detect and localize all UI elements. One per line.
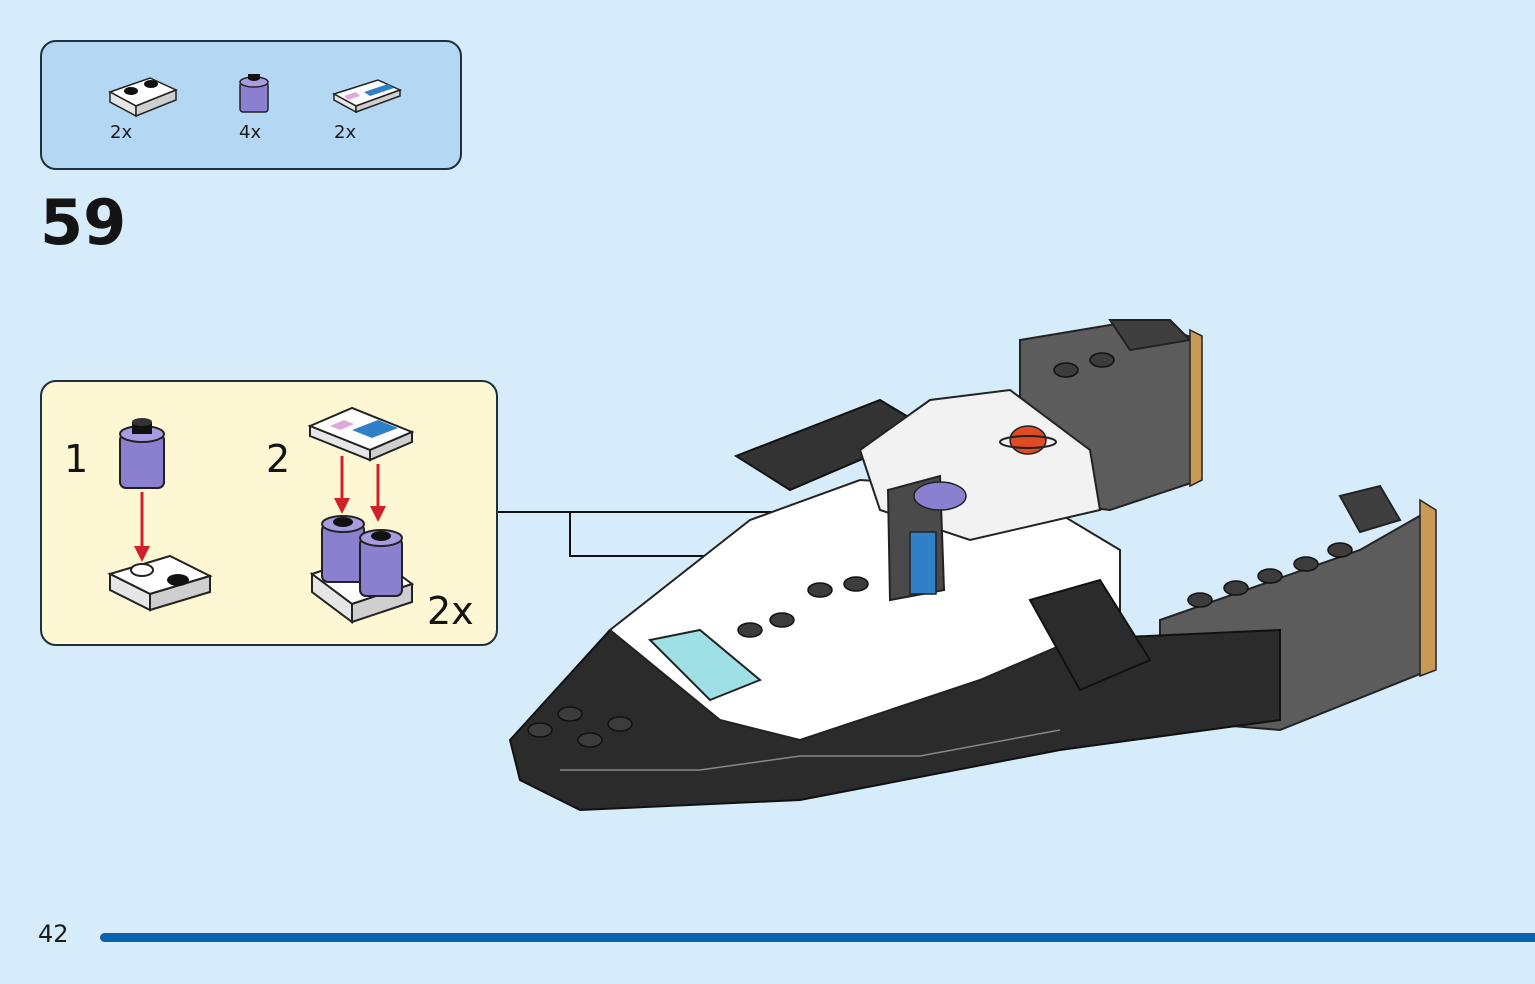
substep-2-assembly xyxy=(309,515,415,624)
subassembly-box: 1 2 2x xyxy=(40,380,498,646)
planet-logo-icon xyxy=(999,425,1057,455)
step-number: 59 xyxy=(40,186,127,259)
printed-tile-1x2-icon xyxy=(332,79,402,114)
part-quantity: 2x xyxy=(110,122,133,143)
substep-1-round-brick xyxy=(119,418,165,489)
substep-2-printed-tile xyxy=(307,406,415,462)
part-quantity: 4x xyxy=(239,122,262,143)
white-plate-1x2-icon xyxy=(108,77,178,118)
subassembly-multiplier: 2x xyxy=(427,589,474,633)
lavender-round-brick-icon xyxy=(239,74,269,113)
subassembly-illustration xyxy=(107,406,415,624)
part-quantity: 2x xyxy=(334,122,357,143)
part-round-brick: 4x xyxy=(234,70,324,160)
page-number: 42 xyxy=(38,920,69,948)
part-white-plate: 2x xyxy=(104,70,194,160)
red-arrow-icon xyxy=(134,492,150,562)
spaceship-model-illustration xyxy=(508,318,1437,812)
part-printed-tile: 2x xyxy=(330,70,420,160)
progress-bar xyxy=(100,933,1535,942)
substep-number: 1 xyxy=(64,437,89,481)
substep-number: 2 xyxy=(266,437,291,481)
substep-1-white-plate xyxy=(107,554,213,612)
red-arrow-icon xyxy=(334,456,386,522)
parts-list-box: 2x 4x 2x xyxy=(40,40,462,170)
